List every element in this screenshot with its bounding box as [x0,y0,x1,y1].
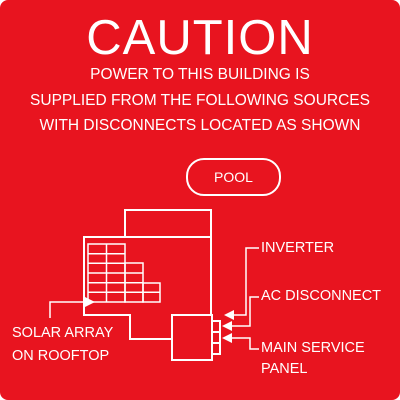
ac-disconnect-arrowhead [222,321,232,331]
pool-box: POOL [186,158,281,196]
main-service-panel-leader [232,337,259,350]
main-service-panel-arrowhead [222,333,232,343]
inverter-label: INVERTER [261,240,335,256]
subtitle-line-1: POWER TO THIS BUILDING IS [90,66,310,83]
main-service-panel-label-line1: MAIN SERVICE [261,340,365,356]
inverter-leader [234,247,259,316]
ac-disconnect-box [211,320,221,333]
inverter-box [211,331,221,344]
main-service-panel-label-line2: PANEL [261,361,308,377]
solar-array-label-line1: SOLAR ARRAY [12,325,114,341]
meter-box [211,342,221,355]
building-upper-section [124,209,212,238]
sign-title: CAUTION [86,11,314,65]
solar-array-label-line2: ON ROOFTOP [12,348,110,364]
ac-disconnect-leader [232,296,259,327]
subtitle-line-2: SUPPLIED FROM THE FOLLOWING SOURCES [30,92,370,109]
ac-disconnect-label: AC DISCONNECT [261,288,382,304]
solar-array-grid [87,243,161,303]
subtitle-line-3: WITH DISCONNECTS LOCATED AS SHOWN [39,117,361,134]
main-service-panel-box [171,314,213,361]
solar-array-leader [49,301,86,318]
pool-label: POOL [214,169,253,185]
solar-array-arrowhead [85,297,95,307]
inverter-arrowhead [224,310,234,320]
